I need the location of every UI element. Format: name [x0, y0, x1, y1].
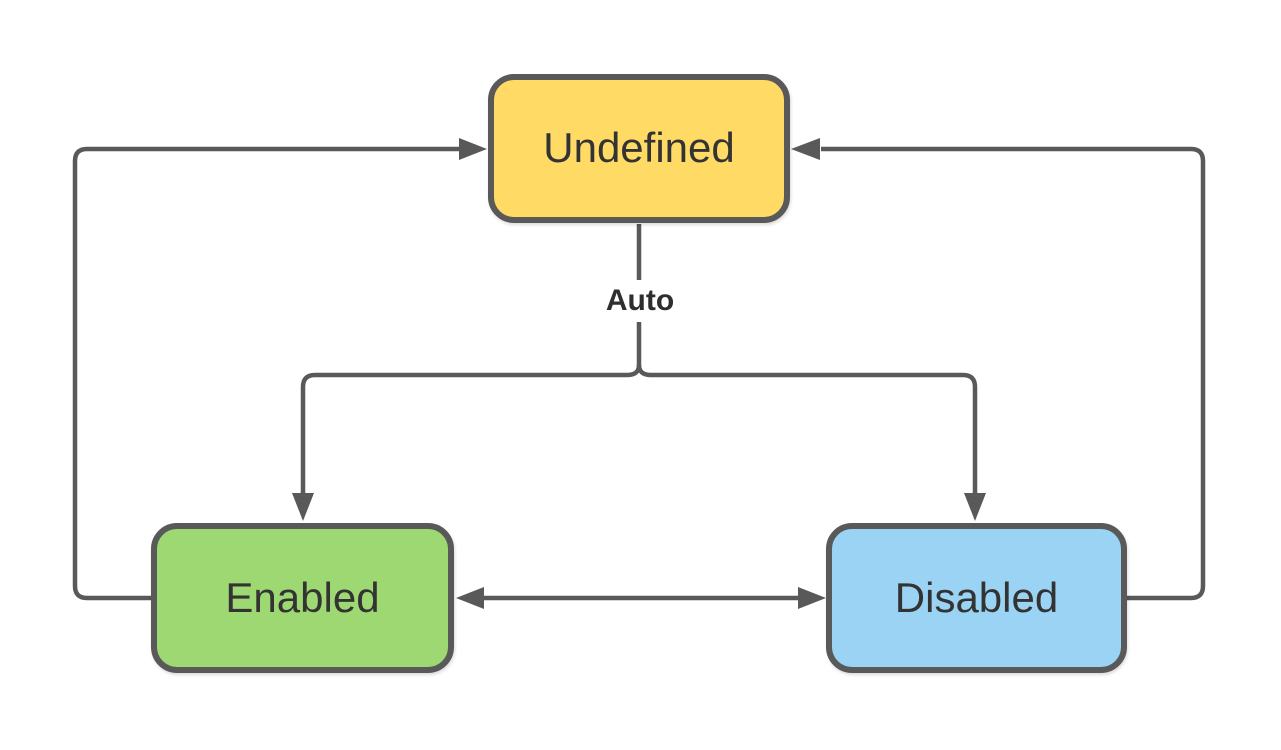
edge-enabled-to-undefined[interactable]	[72, 146, 459, 601]
arrowhead-undefined-to-disabled-icon	[964, 493, 986, 521]
arrowhead-toward-enabled-icon	[456, 587, 484, 609]
edge-undefined-to-disabled[interactable]	[636, 364, 978, 494]
state-node-disabled-label: Disabled	[894, 573, 1059, 621]
state-node-enabled[interactable]: Enabled	[151, 523, 454, 673]
arrowhead-enabled-to-undefined-icon	[459, 138, 487, 160]
arrowhead-undefined-to-enabled-icon	[292, 493, 314, 521]
state-node-enabled-label: Enabled	[225, 573, 380, 621]
state-node-disabled[interactable]: Disabled	[826, 523, 1127, 673]
edge-label-auto: Auto	[594, 280, 686, 322]
state-node-undefined-label: Undefined	[543, 124, 735, 172]
state-node-undefined[interactable]: Undefined	[488, 74, 790, 223]
arrowhead-toward-disabled-icon	[798, 587, 826, 609]
edge-disabled-to-undefined[interactable]	[821, 146, 1206, 601]
edge-undefined-to-enabled[interactable]	[300, 224, 642, 494]
arrowhead-disabled-to-undefined-icon	[791, 138, 820, 160]
